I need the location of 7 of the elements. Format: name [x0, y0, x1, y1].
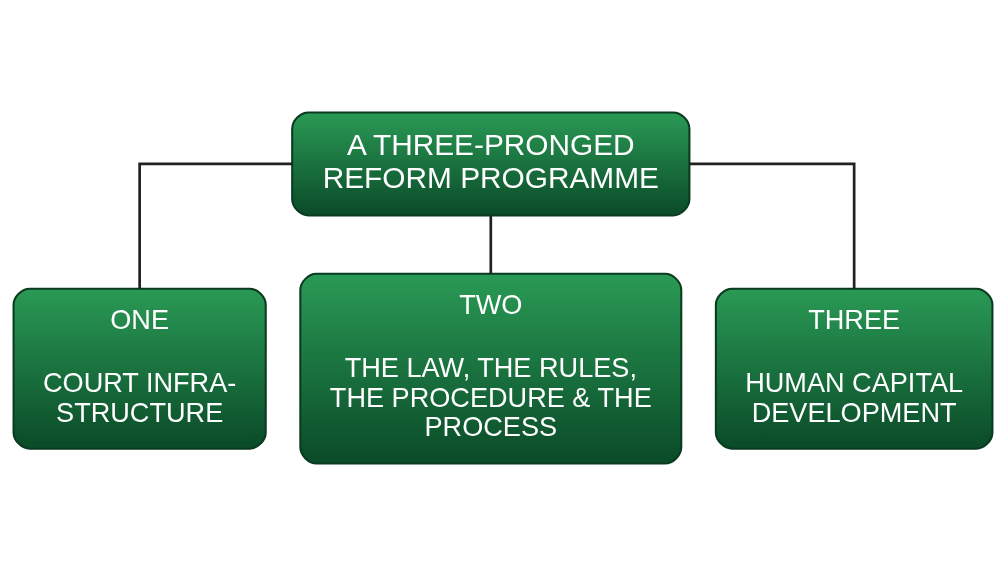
node-box: THREE HUMAN CAPITAL DEVELOPMENT — [714, 287, 994, 450]
connector — [138, 162, 293, 289]
connector — [689, 162, 856, 289]
connector — [489, 215, 493, 274]
node-box: A THREE-PRONGED REFORM PROGRAMME — [291, 111, 691, 217]
node-box: ONE COURT INFRA- STRUCTURE — [12, 287, 267, 450]
node-box: TWO THE LAW, THE RULES, THE PROCEDURE & THE PROCESS — [299, 272, 683, 465]
